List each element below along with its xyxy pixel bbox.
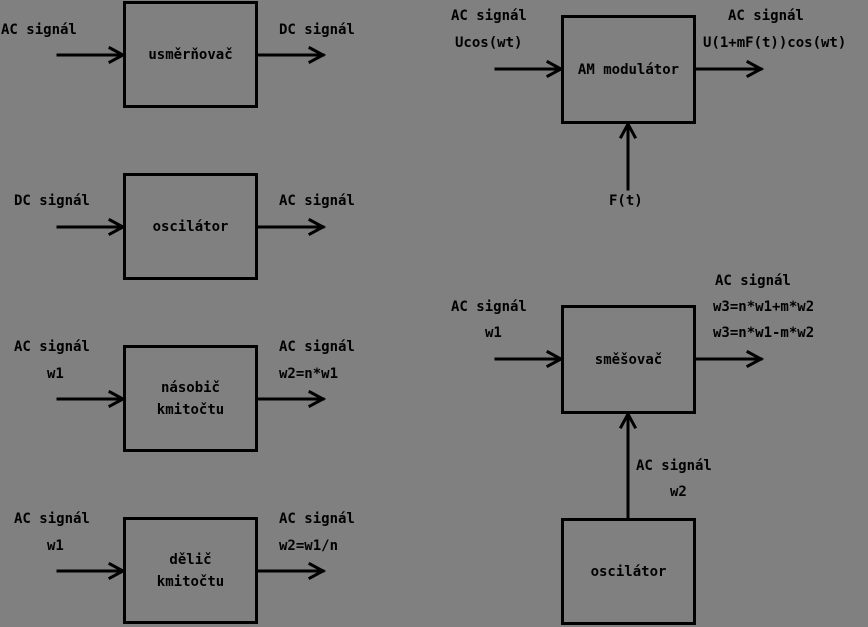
- multiplier-block: násobič kmitočtu: [123, 345, 258, 452]
- mixer-block: směšovač: [561, 305, 696, 414]
- multiplier-output-value: w2=n*w1: [279, 366, 339, 382]
- mixer-oscillator-block: oscilátor: [561, 518, 696, 625]
- divider-output-arrowhead: [307, 561, 327, 581]
- multiplier-label-line1: násobič: [160, 379, 220, 396]
- oscillator-block: oscilátor: [123, 173, 258, 280]
- divider-input-value: w1: [47, 538, 64, 554]
- divider-input-label: AC signál: [14, 511, 90, 527]
- am-modulation-arrowhead: [618, 120, 638, 140]
- rectifier-output-arrowhead: [307, 45, 327, 65]
- am-input-label: AC signál: [451, 8, 527, 24]
- mixer-output-label: AC signál: [715, 273, 791, 289]
- mixer-input-label: AC signál: [451, 299, 527, 315]
- mixer-oscillator-label: AC signál: [636, 458, 712, 474]
- divider-output-label: AC signál: [279, 511, 355, 527]
- rectifier-output-label: DC signál: [279, 22, 355, 38]
- oscillator-output-label: AC signál: [279, 193, 355, 209]
- am-modulator-label: AM modulátor: [577, 61, 680, 78]
- oscillator-input-label: DC signál: [14, 193, 90, 209]
- oscillator-output-arrowhead: [307, 217, 327, 237]
- am-output-value: U(1+mF(t))cos(wt): [703, 35, 847, 51]
- mixer-label: směšovač: [594, 351, 663, 368]
- mixer-oscillator-value: w2: [670, 484, 687, 500]
- rectifier-block: usměrňovač: [123, 1, 258, 108]
- mixer-oscillator-arrowhead: [618, 410, 638, 430]
- divider-output-value: w2=w1/n: [279, 538, 339, 554]
- am-modulator-block: AM modulátor: [561, 15, 696, 124]
- mixer-output-value-diff: w3=n*w1-m*w2: [713, 325, 815, 341]
- divider-block: dělič kmitočtu: [123, 517, 258, 624]
- am-output-arrowhead: [745, 59, 765, 79]
- multiplier-input-label: AC signál: [14, 339, 90, 355]
- divider-label-line1: dělič: [169, 551, 212, 568]
- multiplier-label-line2: kmitočtu: [156, 401, 225, 418]
- multiplier-output-label: AC signál: [279, 339, 355, 355]
- multiplier-input-value: w1: [47, 366, 64, 382]
- mixer-output-arrowhead: [745, 349, 765, 369]
- am-modulation-label: F(t): [609, 193, 643, 209]
- mixer-output-value-sum: w3=n*w1+m*w2: [713, 299, 815, 315]
- rectifier-label: usměrňovač: [148, 46, 233, 63]
- am-input-value: Ucos(wt): [455, 35, 523, 51]
- mixer-oscillator-label: oscilátor: [590, 563, 667, 580]
- divider-label-line2: kmitočtu: [156, 573, 225, 590]
- mixer-input-value: w1: [485, 325, 502, 341]
- oscillator-label: oscilátor: [152, 218, 229, 235]
- am-output-label: AC signál: [728, 8, 804, 24]
- rectifier-input-label: AC signál: [1, 22, 77, 38]
- multiplier-output-arrowhead: [307, 389, 327, 409]
